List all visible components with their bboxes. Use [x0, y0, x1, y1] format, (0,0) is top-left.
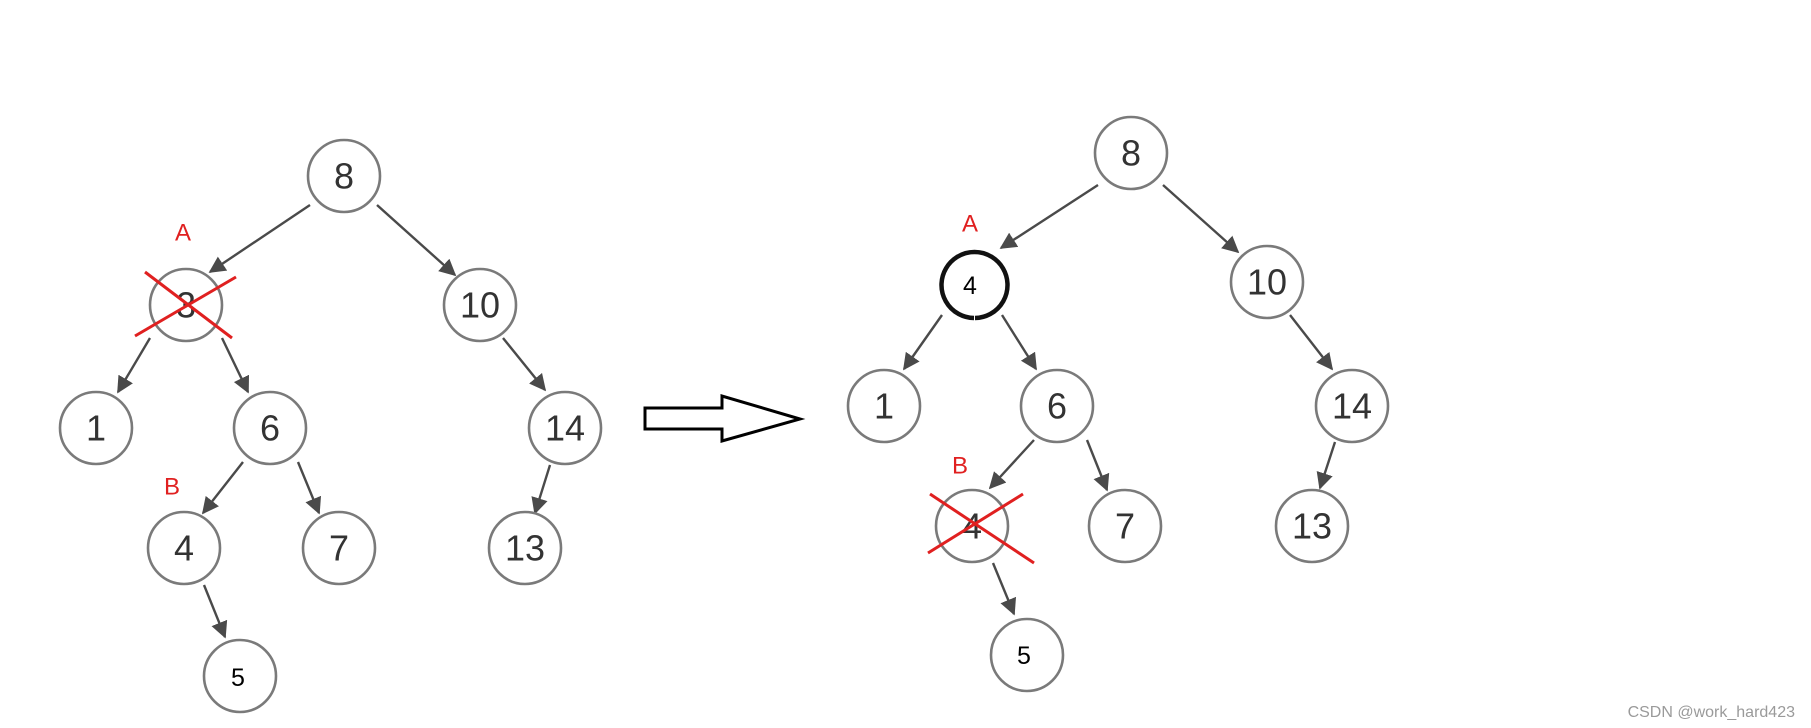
node-before-10: 10: [442, 267, 518, 343]
node-before-4: 4: [146, 510, 222, 586]
node-before-8: 8: [306, 138, 382, 214]
edge-6-7: [1085, 439, 1110, 492]
edge-6-4: [201, 461, 244, 515]
node-label: 6: [260, 408, 280, 449]
delete-cross-icon: [927, 492, 1035, 565]
node-before-1: 1: [58, 390, 134, 466]
edge-8-3: [208, 204, 311, 273]
node-after-6: 6: [1019, 368, 1095, 444]
node-after-13: 13: [1274, 488, 1350, 564]
node-label: 10: [1247, 262, 1287, 303]
edge-6-4: [988, 439, 1035, 490]
transition-arrow-icon: [643, 393, 806, 443]
edge-8-10: [1162, 184, 1240, 254]
node-label: 4: [174, 528, 194, 569]
tag-b: B: [952, 453, 968, 480]
node-after-10: 10: [1229, 244, 1305, 320]
tree-after: 8 4 10 1 6 14 4 7: [846, 115, 1390, 693]
tag-b: B: [164, 474, 180, 501]
node-before-13: 13: [487, 510, 563, 586]
edge-8-10: [376, 204, 457, 277]
edge-3-6: [220, 337, 250, 394]
node-label: 14: [545, 408, 585, 449]
edge-4-1: [903, 314, 943, 371]
node-before-6: 6: [232, 390, 308, 466]
edge-4-6: [1000, 314, 1038, 371]
node-before-14: 14: [527, 390, 603, 466]
edge-14-13: [1316, 441, 1337, 490]
watermark: CSDN @work_hard423: [1627, 704, 1795, 721]
node-label: 8: [1121, 133, 1141, 174]
edge-10-14: [1289, 314, 1334, 371]
node-label: 5: [231, 664, 245, 692]
node-before-7: 7: [301, 510, 377, 586]
node-label: 8: [334, 156, 354, 197]
edge-4-5: [202, 584, 228, 639]
node-label: 4: [963, 272, 977, 300]
edge-6-7: [296, 461, 322, 515]
node-after-1: 1: [846, 368, 922, 444]
edge-14-13: [531, 464, 552, 515]
node-label: 10: [460, 285, 500, 326]
edge-10-14: [502, 337, 547, 392]
node-label: 13: [505, 528, 545, 569]
node-after-5: 5: [989, 617, 1065, 693]
tag-a: A: [175, 220, 191, 247]
node-label: 6: [1047, 386, 1067, 427]
edge-8-4: [999, 183, 1099, 250]
tree-before: 8 3 10 1 6 14 4 7: [58, 138, 603, 714]
node-after-4-replacement: 4: [939, 249, 1010, 321]
node-after-14: 14: [1314, 368, 1390, 444]
node-after-8: 8: [1093, 115, 1169, 191]
edge-4-5: [991, 562, 1017, 616]
node-label: 5: [1017, 642, 1031, 670]
node-after-7: 7: [1087, 488, 1163, 564]
delete-cross-icon: [134, 270, 237, 340]
edge-3-1: [116, 337, 152, 394]
tag-a: A: [962, 211, 978, 238]
node-before-5: 5: [202, 638, 278, 714]
node-label: 13: [1292, 506, 1332, 547]
node-label: 7: [1115, 506, 1135, 547]
node-label: 1: [86, 408, 106, 449]
node-label: 7: [329, 528, 349, 569]
node-label: 14: [1332, 386, 1372, 427]
node-label: 1: [874, 386, 894, 427]
